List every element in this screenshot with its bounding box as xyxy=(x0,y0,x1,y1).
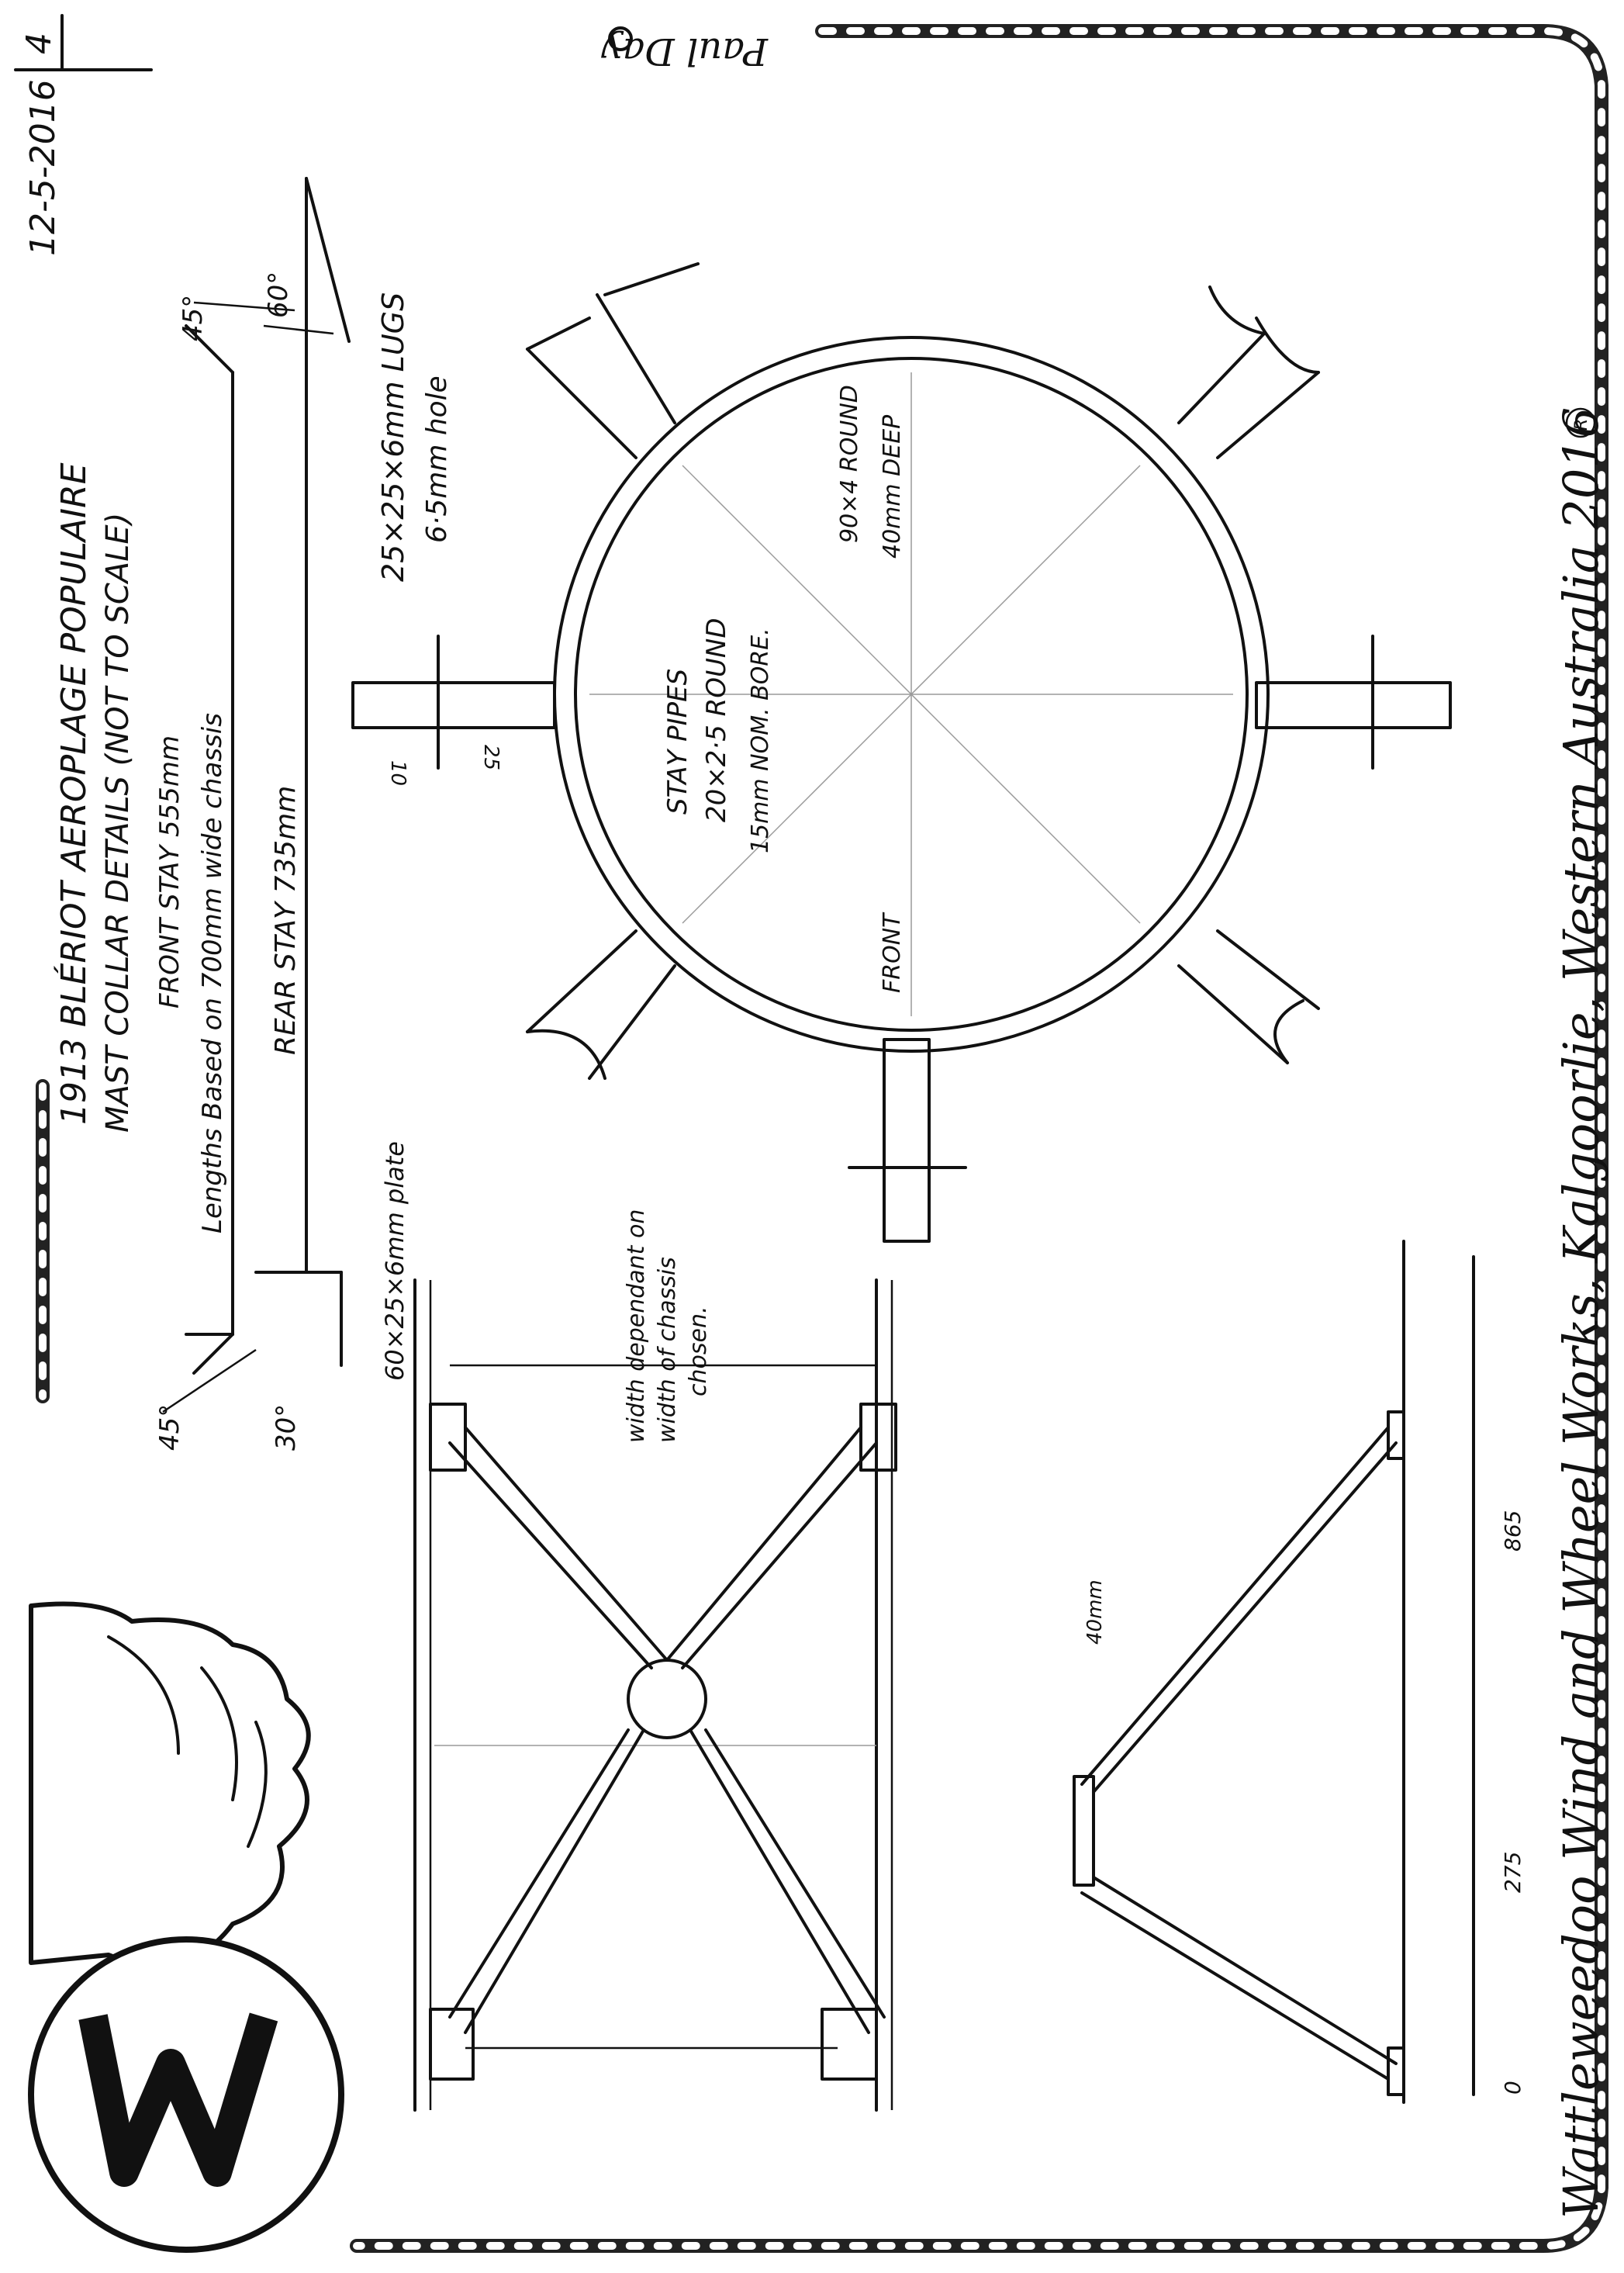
width-note-3: chosen. xyxy=(685,1306,712,1397)
date-label: 12-5-2016 xyxy=(23,79,63,256)
angle-front-left: 45° xyxy=(154,1404,185,1451)
dim-275: 275 xyxy=(1500,1852,1526,1893)
dim-865: 865 xyxy=(1500,1510,1526,1552)
lugs-label-2: 6·5mm hole xyxy=(421,375,453,543)
ring-label-1: 90×4 ROUND xyxy=(836,385,863,543)
registered-mark: R xyxy=(1572,419,1591,431)
rear-stay-label: REAR STAY 735mm xyxy=(270,786,302,1055)
mast-collar-ring xyxy=(553,336,1270,1053)
dim-0: 0 xyxy=(1500,2081,1526,2095)
lugs-label-1: 25×25×6mm LUGS xyxy=(376,292,410,582)
angle-front-right: 45° xyxy=(178,295,209,341)
ring-label-2: 40mm DEEP xyxy=(879,414,906,559)
stay-pipes-line-2: 15mm NOM. BORE. xyxy=(747,628,774,853)
stay-basis-note: Lengths Based on 700mm wide chassis xyxy=(197,713,228,1233)
stay-pipes-line-1: 20×2·5 ROUND xyxy=(701,618,732,822)
dim-40mm: 40mm xyxy=(1083,1579,1107,1645)
title-line-1: 1913 BLÉRIOT AEROPLAGE POPULAIRE xyxy=(53,462,94,1125)
collar-stay-pipes xyxy=(526,262,1320,1080)
stay-side-view xyxy=(1073,1240,1475,2104)
width-note-2: width of chassis xyxy=(654,1257,681,1443)
page-number: 4 xyxy=(19,33,59,54)
registered-mark-icon xyxy=(1565,407,1596,438)
footer-caption: Wattleweedoo Wind and Wheel Works, Kalgo… xyxy=(1553,407,1609,2219)
collar-lugs xyxy=(351,635,1452,1243)
width-note-1: width dependant on xyxy=(623,1209,650,1443)
chassis-plan-view xyxy=(413,1278,897,2112)
rope-border-icon xyxy=(36,24,1608,2253)
dim-25: 25 xyxy=(479,745,503,770)
dim-10: 10 xyxy=(386,760,409,786)
plate-label: 60×25×6mm plate xyxy=(380,1141,409,1381)
stay-pipes-title: STAY PIPES xyxy=(662,669,693,815)
signature: Paul Day xyxy=(601,29,769,73)
angle-rear-right: 60° xyxy=(263,272,294,318)
stay-length-lines xyxy=(162,177,351,1413)
title-line-2: MAST COLLAR DETAILS (NOT TO SCALE) xyxy=(100,513,136,1133)
angle-rear-left: 30° xyxy=(271,1404,302,1451)
winged-w-logo-icon xyxy=(28,1601,344,2253)
front-arrow-label: FRONT xyxy=(879,912,906,993)
front-stay-label: FRONT STAY 555mm xyxy=(154,735,185,1008)
